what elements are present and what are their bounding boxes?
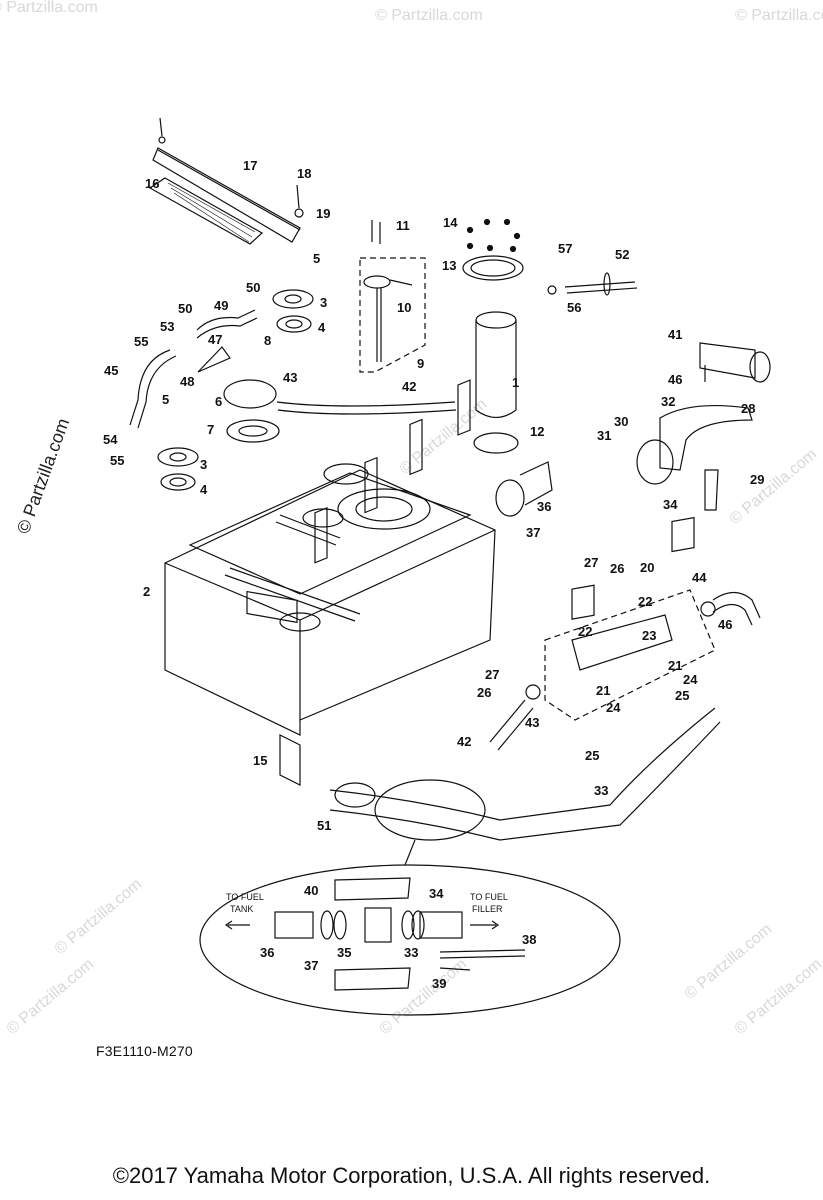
callout-18: 18 xyxy=(297,166,311,181)
callout-20: 20 xyxy=(640,560,654,575)
callout-46: 46 xyxy=(668,372,682,387)
callout-45: 45 xyxy=(104,363,118,378)
callout-55: 55 xyxy=(134,334,148,349)
callout-36: 36 xyxy=(260,945,274,960)
callout-29: 29 xyxy=(750,472,764,487)
watermark: © Partzilla.com xyxy=(735,7,823,24)
callout-33: 33 xyxy=(404,945,418,960)
watermark: © Partzilla.com xyxy=(0,0,98,16)
callout-15: 15 xyxy=(253,753,267,768)
callout-31: 31 xyxy=(597,428,611,443)
callout-50: 50 xyxy=(178,301,192,316)
callout-30: 30 xyxy=(614,414,628,429)
callout-19: 19 xyxy=(316,206,330,221)
inset-labels: TO FUEL TANK TO FUEL FILLER xyxy=(226,892,508,914)
callout-3: 3 xyxy=(200,457,207,472)
callout-34: 34 xyxy=(429,886,444,901)
callout-4: 4 xyxy=(200,482,208,497)
callout-27: 27 xyxy=(584,555,598,570)
callout-37: 37 xyxy=(526,525,540,540)
callout-7: 7 xyxy=(207,422,214,437)
callout-25: 25 xyxy=(675,688,689,703)
callout-6: 6 xyxy=(215,394,222,409)
callout-44: 44 xyxy=(692,570,707,585)
callout-10: 10 xyxy=(397,300,411,315)
callout-9: 9 xyxy=(417,356,424,371)
watermark: © Partzilla.com xyxy=(375,7,483,24)
callout-21: 21 xyxy=(668,658,682,673)
callout-24: 24 xyxy=(606,700,621,715)
callout-16: 16 xyxy=(145,176,159,191)
callout-5: 5 xyxy=(162,392,169,407)
callout-13: 13 xyxy=(442,258,456,273)
watermark: © Partzilla.com xyxy=(682,921,776,1003)
callout-43: 43 xyxy=(283,370,297,385)
callout-33: 33 xyxy=(594,783,608,798)
callout-40: 40 xyxy=(304,883,318,898)
watermark: © Partzilla.com xyxy=(4,956,98,1038)
callout-48: 48 xyxy=(180,374,194,389)
watermark: © Partzilla.com xyxy=(52,876,146,958)
callout-25: 25 xyxy=(585,748,599,763)
callout-57: 57 xyxy=(558,241,572,256)
callout-56: 56 xyxy=(567,300,581,315)
callout-35: 35 xyxy=(337,945,351,960)
callout-42: 42 xyxy=(402,379,416,394)
callout-54: 54 xyxy=(103,432,118,447)
to-fuel-filler-label: FILLER xyxy=(472,904,503,914)
to-fuel-tank-label: TANK xyxy=(230,904,253,914)
callout-3: 3 xyxy=(320,295,327,310)
callout-23: 23 xyxy=(642,628,656,643)
callout-50: 50 xyxy=(246,280,260,295)
callout-22: 22 xyxy=(638,594,652,609)
callout-8: 8 xyxy=(264,333,271,348)
callout-47: 47 xyxy=(208,332,222,347)
callout-43: 43 xyxy=(525,715,539,730)
callout-42: 42 xyxy=(457,734,471,749)
callout-46: 46 xyxy=(718,617,732,632)
callout-34: 34 xyxy=(663,497,678,512)
callout-21: 21 xyxy=(596,683,610,698)
callout-numbers: 1 2 3 3 4 4 5 5 6 7 8 9 10 11 12 13 14 1… xyxy=(103,158,764,991)
callout-24: 24 xyxy=(683,672,698,687)
copyright-footer: ©2017 Yamaha Motor Corporation, U.S.A. A… xyxy=(112,1163,711,1188)
callout-41: 41 xyxy=(668,327,682,342)
watermark: © Partzilla.com xyxy=(727,446,821,528)
callout-38: 38 xyxy=(522,932,536,947)
callout-52: 52 xyxy=(615,247,629,262)
callout-39: 39 xyxy=(432,976,446,991)
callout-5: 5 xyxy=(313,251,320,266)
callout-26: 26 xyxy=(477,685,491,700)
callout-11: 11 xyxy=(396,218,410,233)
callout-12: 12 xyxy=(530,424,544,439)
callout-27: 27 xyxy=(485,667,499,682)
callout-26: 26 xyxy=(610,561,624,576)
callout-55: 55 xyxy=(110,453,124,468)
callout-22: 22 xyxy=(578,624,592,639)
line-art xyxy=(129,117,771,1016)
callout-37: 37 xyxy=(304,958,318,973)
callout-17: 17 xyxy=(243,158,257,173)
watermark: © Partzilla.com xyxy=(732,956,823,1038)
callout-53: 53 xyxy=(160,319,174,334)
callout-2: 2 xyxy=(143,584,150,599)
callout-32: 32 xyxy=(661,394,675,409)
to-fuel-tank-label: TO FUEL xyxy=(226,892,264,902)
callout-49: 49 xyxy=(214,298,228,313)
callout-51: 51 xyxy=(317,818,331,833)
callout-1: 1 xyxy=(512,375,519,390)
callout-4: 4 xyxy=(318,320,326,335)
callout-14: 14 xyxy=(443,215,458,230)
callout-36: 36 xyxy=(537,499,551,514)
side-watermark: © Partzilla.com xyxy=(13,416,73,537)
to-fuel-filler-label: TO FUEL xyxy=(470,892,508,902)
callout-28: 28 xyxy=(741,401,755,416)
diagram-code: F3E1110-M270 xyxy=(96,1043,193,1059)
